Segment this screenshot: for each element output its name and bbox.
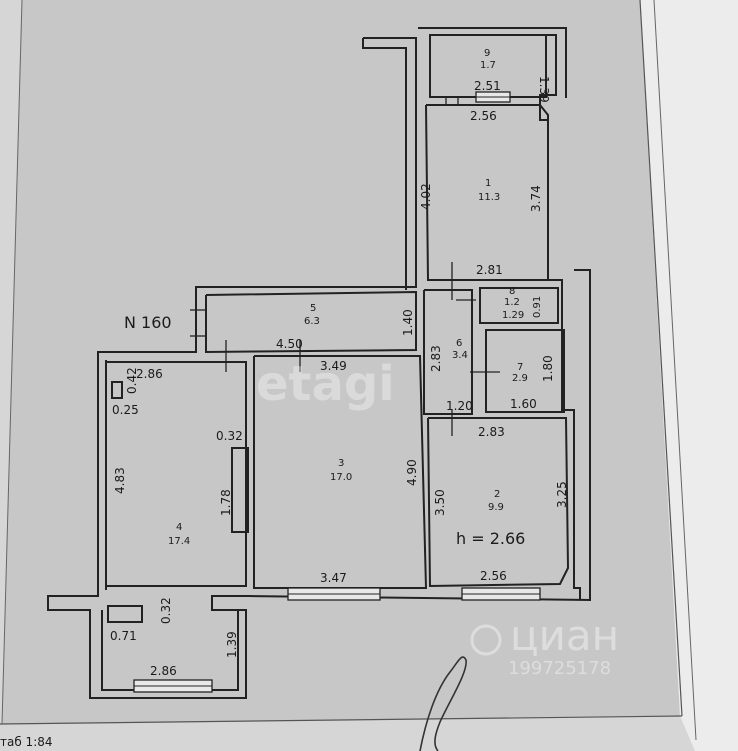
dim-2-83-room2: 2.83 (478, 425, 505, 439)
room-9-number: 9 (484, 48, 490, 59)
dimension-labels-horizontal: 2.51 2.56 2.81 1.29 4.50 3.49 1.60 1.20 … (110, 79, 537, 678)
dim-1-39-top: 1.39 (537, 76, 551, 103)
room-6-area: 3.4 (452, 350, 468, 361)
room-9-area: 1.7 (480, 60, 496, 71)
apartment-number: N 160 (124, 313, 172, 332)
dim-1-29: 1.29 (502, 310, 524, 321)
dim-0-71: 0.71 (110, 629, 137, 643)
ceiling-height: h = 2.66 (456, 529, 525, 548)
room-1-area: 11.3 (478, 192, 500, 203)
dim-0-42: 0.42 (125, 367, 139, 394)
room-8-outline (479, 287, 559, 324)
room-8-area: 1.2 (504, 297, 520, 308)
sheet-border-right (639, 0, 683, 717)
sheet-border-left (1, 0, 23, 725)
dim-1-39-loggia: 1.39 (225, 631, 239, 658)
paper-sheet (2, 0, 680, 724)
room-2-outline (427, 417, 570, 588)
dim-0-32-niche: 0.32 (216, 429, 243, 443)
room-partitions (106, 34, 570, 623)
dim-0-32-loggia: 0.32 (159, 597, 173, 624)
dim-3-74: 3.74 (529, 185, 543, 212)
watermark-cian-id: 199725178 (508, 658, 611, 679)
room-7-area: 2.9 (512, 373, 528, 384)
room-8-number: 8 (509, 286, 515, 297)
scale-label: таб 1:84 (0, 735, 53, 749)
room-4-shaft (111, 381, 123, 399)
loggia-column (107, 605, 143, 623)
room-1-number: 1 (485, 178, 491, 189)
room-3-number: 3 (338, 458, 344, 469)
room-6-outline (423, 289, 473, 415)
watermark-etagi: etagi (256, 356, 395, 412)
sheet-border-bottom (0, 715, 683, 725)
room-4-area: 17.4 (168, 536, 190, 547)
room-6-number: 6 (456, 338, 462, 349)
dim-4-50: 4.50 (276, 337, 303, 351)
signature-stroke (419, 656, 467, 751)
room-5-area: 6.3 (304, 316, 320, 327)
room-3-outline (253, 355, 428, 589)
dim-0-91: 0.91 (532, 296, 543, 318)
room-labels: 9 1.7 1 11.3 5 6.3 6 3.4 8 1.2 7 2.9 2 9… (168, 48, 528, 547)
room-2-area: 9.9 (488, 502, 504, 513)
room-7-number: 7 (517, 362, 523, 373)
dim-1-60: 1.60 (510, 397, 537, 411)
dim-2-83-room6: 2.83 (429, 345, 443, 372)
dim-3-49: 3.49 (320, 359, 347, 373)
dim-0-25: 0.25 (112, 403, 139, 417)
room-4-niche (231, 447, 249, 533)
dim-2-86-top: 2.86 (136, 367, 163, 381)
dim-2-86-bottom: 2.86 (150, 664, 177, 678)
dim-2-56-bottom: 2.56 (480, 569, 507, 583)
watermark-cian-logo-icon (470, 624, 502, 656)
dimension-labels-vertical: 1.39 4.02 3.74 1.40 0.91 2.83 1.80 0.42 … (113, 76, 569, 658)
window-mullions (134, 96, 540, 687)
sheet-border-right-outer (653, 0, 697, 741)
dim-2-51: 2.51 (474, 79, 501, 93)
dim-4-02: 4.02 (419, 183, 433, 210)
dim-3-25: 3.25 (555, 481, 569, 508)
room-5-number: 5 (310, 303, 316, 314)
room-1-outline (425, 104, 549, 281)
room-2-number: 2 (494, 489, 500, 500)
dim-2-81: 2.81 (476, 263, 503, 277)
room-7-outline (485, 329, 565, 413)
dim-4-90: 4.90 (405, 459, 419, 486)
dim-1-80: 1.80 (541, 355, 555, 382)
dim-1-78: 1.78 (219, 489, 233, 516)
dim-4-83: 4.83 (113, 467, 127, 494)
watermark-cian: циан (510, 611, 619, 660)
door-marks (190, 96, 500, 436)
dim-3-50: 3.50 (433, 489, 447, 516)
room-4-number: 4 (176, 522, 182, 533)
dim-3-47: 3.47 (320, 571, 347, 585)
room-3-area: 17.0 (330, 472, 352, 483)
dim-1-40: 1.40 (401, 309, 415, 336)
dim-2-56-top: 2.56 (470, 109, 497, 123)
room-4-outline (106, 361, 247, 587)
dim-1-20: 1.20 (446, 399, 473, 413)
room-5-outline (205, 290, 417, 354)
